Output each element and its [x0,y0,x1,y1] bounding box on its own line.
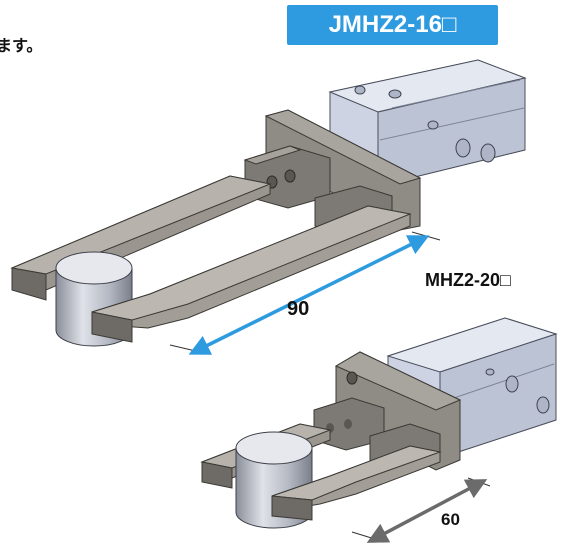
small-gripper [200,317,558,543]
dimension-90-arrow [188,235,430,355]
dimension-60-label: 60 [441,510,460,529]
model-badge: JMHZ2-16□ [287,5,498,45]
comparison-model-label: MHZ2-20□ [425,270,511,290]
dimension-60-arrow [366,479,488,543]
large-gripper [10,59,527,355]
dimension-90-label: 90 [287,298,310,320]
caption-fragment: ます。 [0,38,43,55]
large-gripper-body [328,59,527,187]
